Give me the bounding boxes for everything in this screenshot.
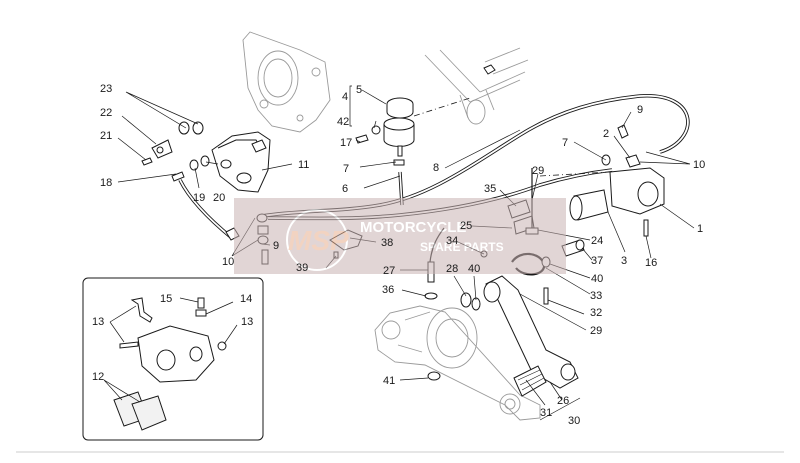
watermark-globe <box>286 209 348 271</box>
assembly-centerline-reservoir <box>413 97 471 117</box>
callout-9-master: 9 <box>637 104 643 116</box>
callout-37: 37 <box>591 255 603 267</box>
callout-labels: 1 2 3 4 5 6 7 7 8 9 9 10 10 11 12 13 13 … <box>92 83 705 427</box>
callout-27: 27 <box>383 265 395 277</box>
callout-29-bottom: 29 <box>590 325 602 337</box>
callout-13-right: 13 <box>241 316 253 328</box>
callout-30: 30 <box>568 415 580 427</box>
callout-31: 31 <box>540 407 552 419</box>
callout-38: 38 <box>381 237 393 249</box>
callout-7-reservoir: 7 <box>343 163 349 175</box>
callout-3: 3 <box>621 255 627 267</box>
group-bracket-4 <box>349 85 352 127</box>
callout-19: 19 <box>193 192 205 204</box>
frame-bracket-top <box>242 31 331 133</box>
watermark-line1: MOTORCYCLE <box>360 219 466 236</box>
callout-26: 26 <box>557 395 569 407</box>
callout-2: 2 <box>603 128 609 140</box>
callout-22: 22 <box>100 107 112 119</box>
callout-15: 15 <box>160 293 172 305</box>
caliper-small-bolts <box>141 157 185 182</box>
callout-10-union: 10 <box>222 256 234 268</box>
callout-41: 41 <box>383 375 395 387</box>
swingarm-frame <box>374 305 541 421</box>
rear-brake-pedal <box>460 275 579 397</box>
group-line-30 <box>539 397 581 421</box>
rear-master-cylinder <box>569 154 665 221</box>
callout-4: 4 <box>342 91 348 103</box>
callout-32: 32 <box>590 307 602 319</box>
watermark-logo-text: MSP <box>288 225 349 256</box>
callout-7-master: 7 <box>562 137 568 149</box>
callout-42: 42 <box>337 116 349 128</box>
assembly-centerline-master <box>539 171 611 177</box>
callout-20: 20 <box>213 192 225 204</box>
inset-brake-pads <box>113 391 167 431</box>
callout-9-union: 9 <box>273 240 279 252</box>
callout-13-left: 13 <box>92 316 104 328</box>
callout-8: 8 <box>433 162 439 174</box>
callout-29-top: 29 <box>532 165 544 177</box>
callout-10-master: 10 <box>693 159 705 171</box>
watermark-line2: SPARE PARTS <box>420 240 504 254</box>
callout-16: 16 <box>645 257 657 269</box>
caliper-washers <box>178 121 210 171</box>
callout-18: 18 <box>100 177 112 189</box>
inset-caliper <box>119 297 227 383</box>
callout-25: 25 <box>460 220 472 232</box>
callout-35: 35 <box>484 183 496 195</box>
callout-12: 12 <box>92 371 104 383</box>
callout-34: 34 <box>446 235 458 247</box>
brake-fluid-reservoir <box>383 97 415 157</box>
callout-36: 36 <box>382 284 394 296</box>
callout-11: 11 <box>298 159 309 171</box>
rear-brake-caliper <box>211 131 271 193</box>
caliper-bleed-screw <box>151 139 173 159</box>
callout-28: 28 <box>446 263 458 275</box>
callout-21: 21 <box>100 130 112 142</box>
callout-1: 1 <box>697 223 703 235</box>
callout-5: 5 <box>356 84 362 96</box>
master-cylinder-bolts <box>601 124 649 237</box>
watermark: MSP MOTORCYCLE SPARE PARTS <box>234 198 566 274</box>
callout-40-left: 40 <box>468 263 480 275</box>
reservoir-fixings <box>355 125 405 166</box>
callout-23: 23 <box>100 83 112 95</box>
callout-24: 24 <box>591 235 603 247</box>
callout-33: 33 <box>590 290 602 302</box>
frame-tube-top-right <box>424 47 529 125</box>
callout-14: 14 <box>240 293 252 305</box>
watermark-band <box>234 198 566 274</box>
callout-39: 39 <box>296 262 308 274</box>
callout-6: 6 <box>342 183 348 195</box>
callout-17: 17 <box>340 137 352 149</box>
callout-40-right: 40 <box>591 273 603 285</box>
